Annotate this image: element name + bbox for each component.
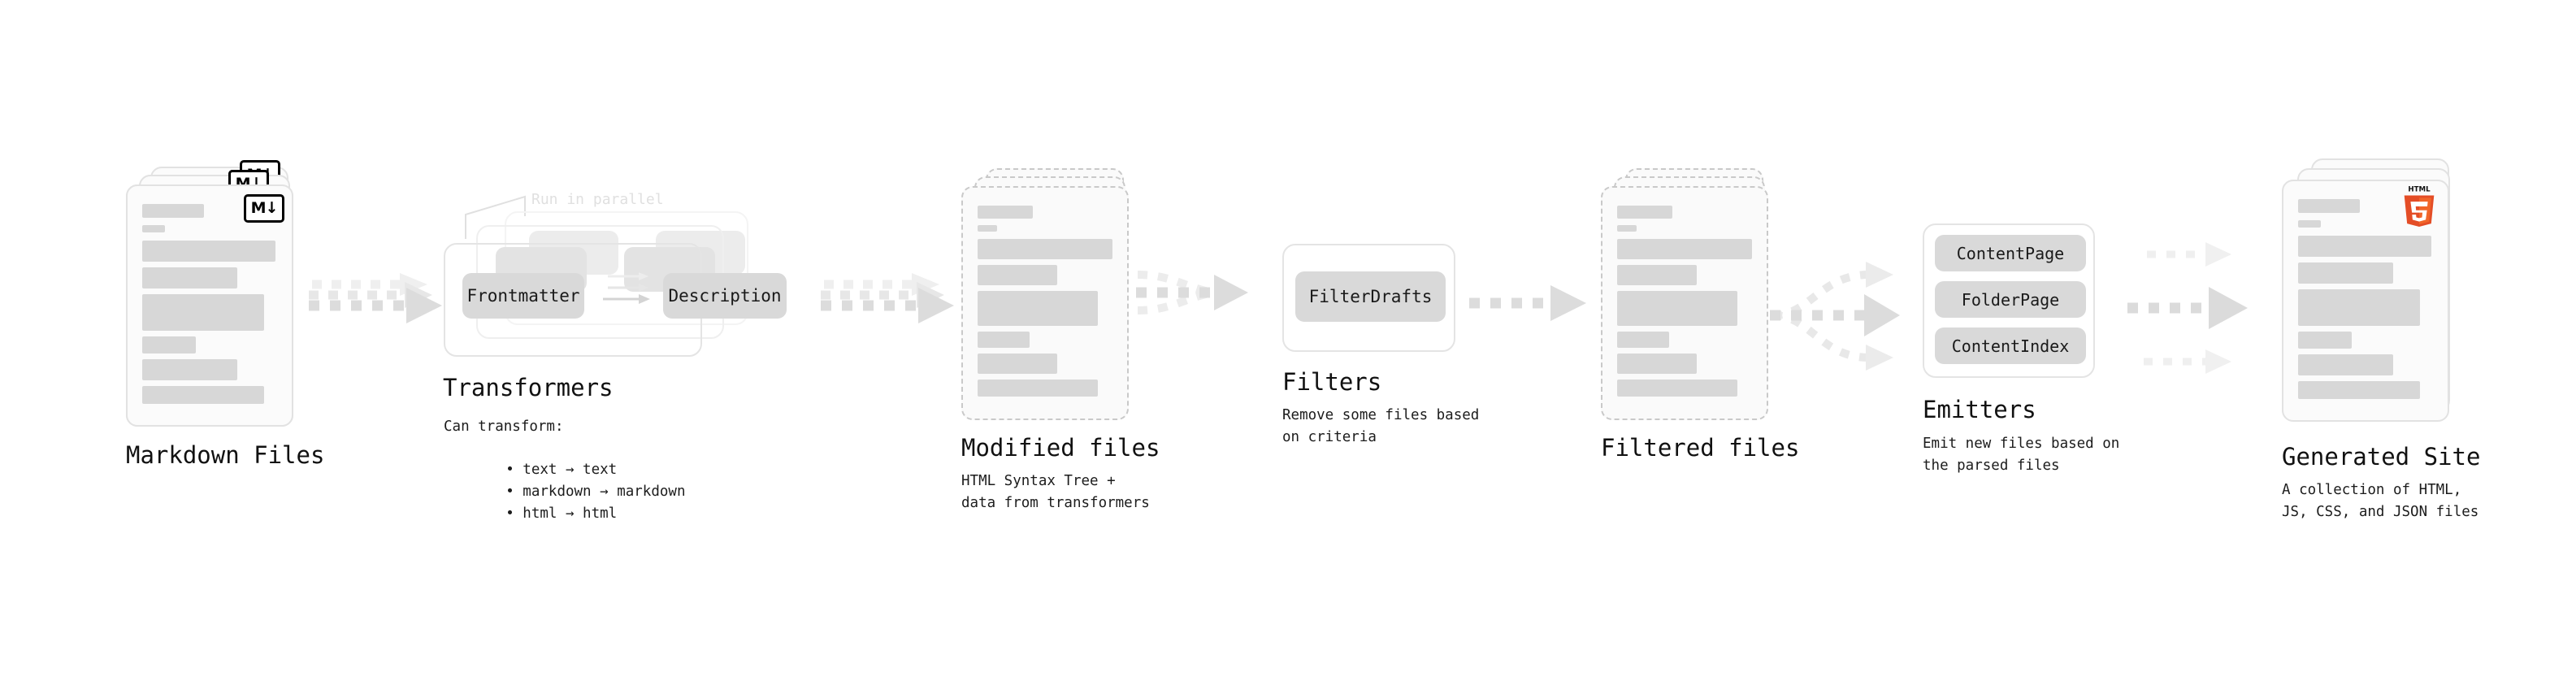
stage-desc-transformers: Can transform: xyxy=(444,419,564,435)
emitter-pill-contentindex[interactable]: ContentIndex xyxy=(1935,327,2086,364)
skeleton-row xyxy=(1617,380,1737,397)
inner-arrow-front xyxy=(603,294,650,304)
stage-title-emitters: Emitters xyxy=(1923,396,2036,423)
transformers-bullet-2: • html → html xyxy=(454,482,617,546)
stage-title-markdown-files: Markdown Files xyxy=(126,441,325,469)
skeleton-title xyxy=(978,206,1033,219)
stage-modified-files: Modified files HTML Syntax Tree + data f… xyxy=(961,168,1160,511)
skeleton-row xyxy=(978,380,1098,397)
arrow-dotted-stacked xyxy=(309,273,442,323)
skeleton-subtitle xyxy=(142,225,165,232)
skeleton-row xyxy=(978,332,1030,348)
document-stack: CSS HTML xyxy=(2282,158,2457,427)
skeleton-row xyxy=(978,239,1112,259)
skeleton-row xyxy=(1617,291,1737,326)
document-card-front-cover xyxy=(126,184,293,427)
conn-modified-to-filters xyxy=(1136,260,1258,341)
filters-group: FilterDrafts xyxy=(1282,244,1455,352)
skeleton-row xyxy=(978,291,1098,326)
skeleton-row xyxy=(1617,265,1697,285)
markdown-badge: M↓ xyxy=(244,194,284,223)
emitter-pill-contentpage[interactable]: ContentPage xyxy=(1935,235,2086,271)
skeleton-subtitle xyxy=(2298,220,2321,228)
arrow-dotted xyxy=(1469,285,1586,321)
transformer-pill-description[interactable]: Description xyxy=(663,273,787,319)
stage-desc-generated-site: A collection of HTML, JS, CSS, and JSON … xyxy=(2282,482,2479,520)
conn-filtered-to-emitters xyxy=(1770,244,1924,390)
skeleton-title xyxy=(1617,206,1672,219)
skeleton-row xyxy=(2298,332,2352,349)
stage-markdown-files: M↓ M↓ M↓ M↓ Markdown Files xyxy=(126,160,324,469)
skeleton-row xyxy=(2298,354,2393,375)
transformers-bullet-1: • markdown → markdown xyxy=(454,460,685,524)
document-stack: M↓ M↓ M↓ M↓ xyxy=(126,160,297,427)
markdown-badge-text: M↓ xyxy=(250,199,279,217)
skeleton-row xyxy=(142,336,196,354)
arrow-dotted-merge3 xyxy=(2127,242,2248,374)
bullet-text: text → text xyxy=(523,462,618,479)
skeleton-row xyxy=(142,359,237,380)
skeleton-row xyxy=(2298,381,2420,399)
stage-title-generated-site: Generated Site xyxy=(2282,443,2481,471)
bullet-marker: • xyxy=(505,484,523,501)
emitter-pill-folderpage[interactable]: FolderPage xyxy=(1935,281,2086,318)
parallel-bracket xyxy=(465,195,526,239)
document-card-front xyxy=(1601,186,1768,420)
transformers-bullet-0: • text → text xyxy=(454,438,617,502)
inner-arrows xyxy=(608,272,648,292)
skeleton-row xyxy=(1617,354,1697,374)
arrow-dotted-stacked xyxy=(821,273,954,323)
filter-pill-filterdrafts[interactable]: FilterDrafts xyxy=(1295,271,1446,322)
bullet-text: markdown → markdown xyxy=(523,484,686,501)
skeleton-row xyxy=(2298,289,2420,326)
skeleton-subtitle xyxy=(978,225,997,232)
skeleton-row xyxy=(142,294,264,331)
bullet-marker: • xyxy=(505,462,523,479)
skeleton-title xyxy=(142,204,204,218)
arrow-dotted-merge xyxy=(1136,271,1248,314)
conn-filters-to-filtered xyxy=(1469,283,1595,323)
stage-filtered-files: Filtered files xyxy=(1601,168,1799,462)
skeleton-subtitle xyxy=(1617,225,1637,232)
skeleton-title xyxy=(2298,199,2360,213)
emitters-group: ContentPage FolderPage ContentIndex xyxy=(1923,223,2095,378)
skeleton-row xyxy=(978,265,1057,285)
arrow-dotted-split xyxy=(1770,262,1900,371)
skeleton-row xyxy=(142,241,275,262)
stage-desc-emitters: Emit new files based on the parsed files xyxy=(1923,436,2120,474)
skeleton-row xyxy=(142,267,237,288)
conn-transformers-to-modified xyxy=(821,268,959,341)
conn-md-to-transformers xyxy=(309,268,447,341)
stage-desc-filters: Remove some files based on criteria xyxy=(1282,407,1480,445)
document-stack xyxy=(1601,168,1772,428)
bullet-text: html → html xyxy=(523,505,618,523)
stage-generated-site: CSS HTML Generated Site xyxy=(2282,158,2480,520)
stage-title-transformers: Transformers xyxy=(443,374,614,401)
transformer-pill-frontmatter[interactable]: Frontmatter xyxy=(462,273,584,319)
stage-title-filtered-files: Filtered files xyxy=(1601,434,1800,462)
skeleton-row xyxy=(142,386,264,404)
skeleton-row xyxy=(1617,332,1669,348)
conn-emitters-to-site xyxy=(2105,232,2267,378)
skeleton-row xyxy=(1617,239,1752,259)
stage-title-filters: Filters xyxy=(1282,368,1382,396)
skeleton-row xyxy=(2298,262,2393,284)
html5-badge: HTML xyxy=(2404,186,2435,227)
bullet-marker: • xyxy=(505,505,523,523)
stage-title-modified-files: Modified files xyxy=(961,434,1160,462)
skeleton-row xyxy=(978,354,1057,374)
skeleton-row xyxy=(2298,236,2431,257)
stage-desc-modified-files: HTML Syntax Tree + data from transformer… xyxy=(961,473,1150,511)
parallel-annotation: Run in parallel xyxy=(531,191,664,208)
document-stack xyxy=(961,168,1132,428)
document-card-front xyxy=(961,186,1129,420)
document-card-front xyxy=(2282,180,2449,422)
svg-text:HTML: HTML xyxy=(2408,186,2431,194)
